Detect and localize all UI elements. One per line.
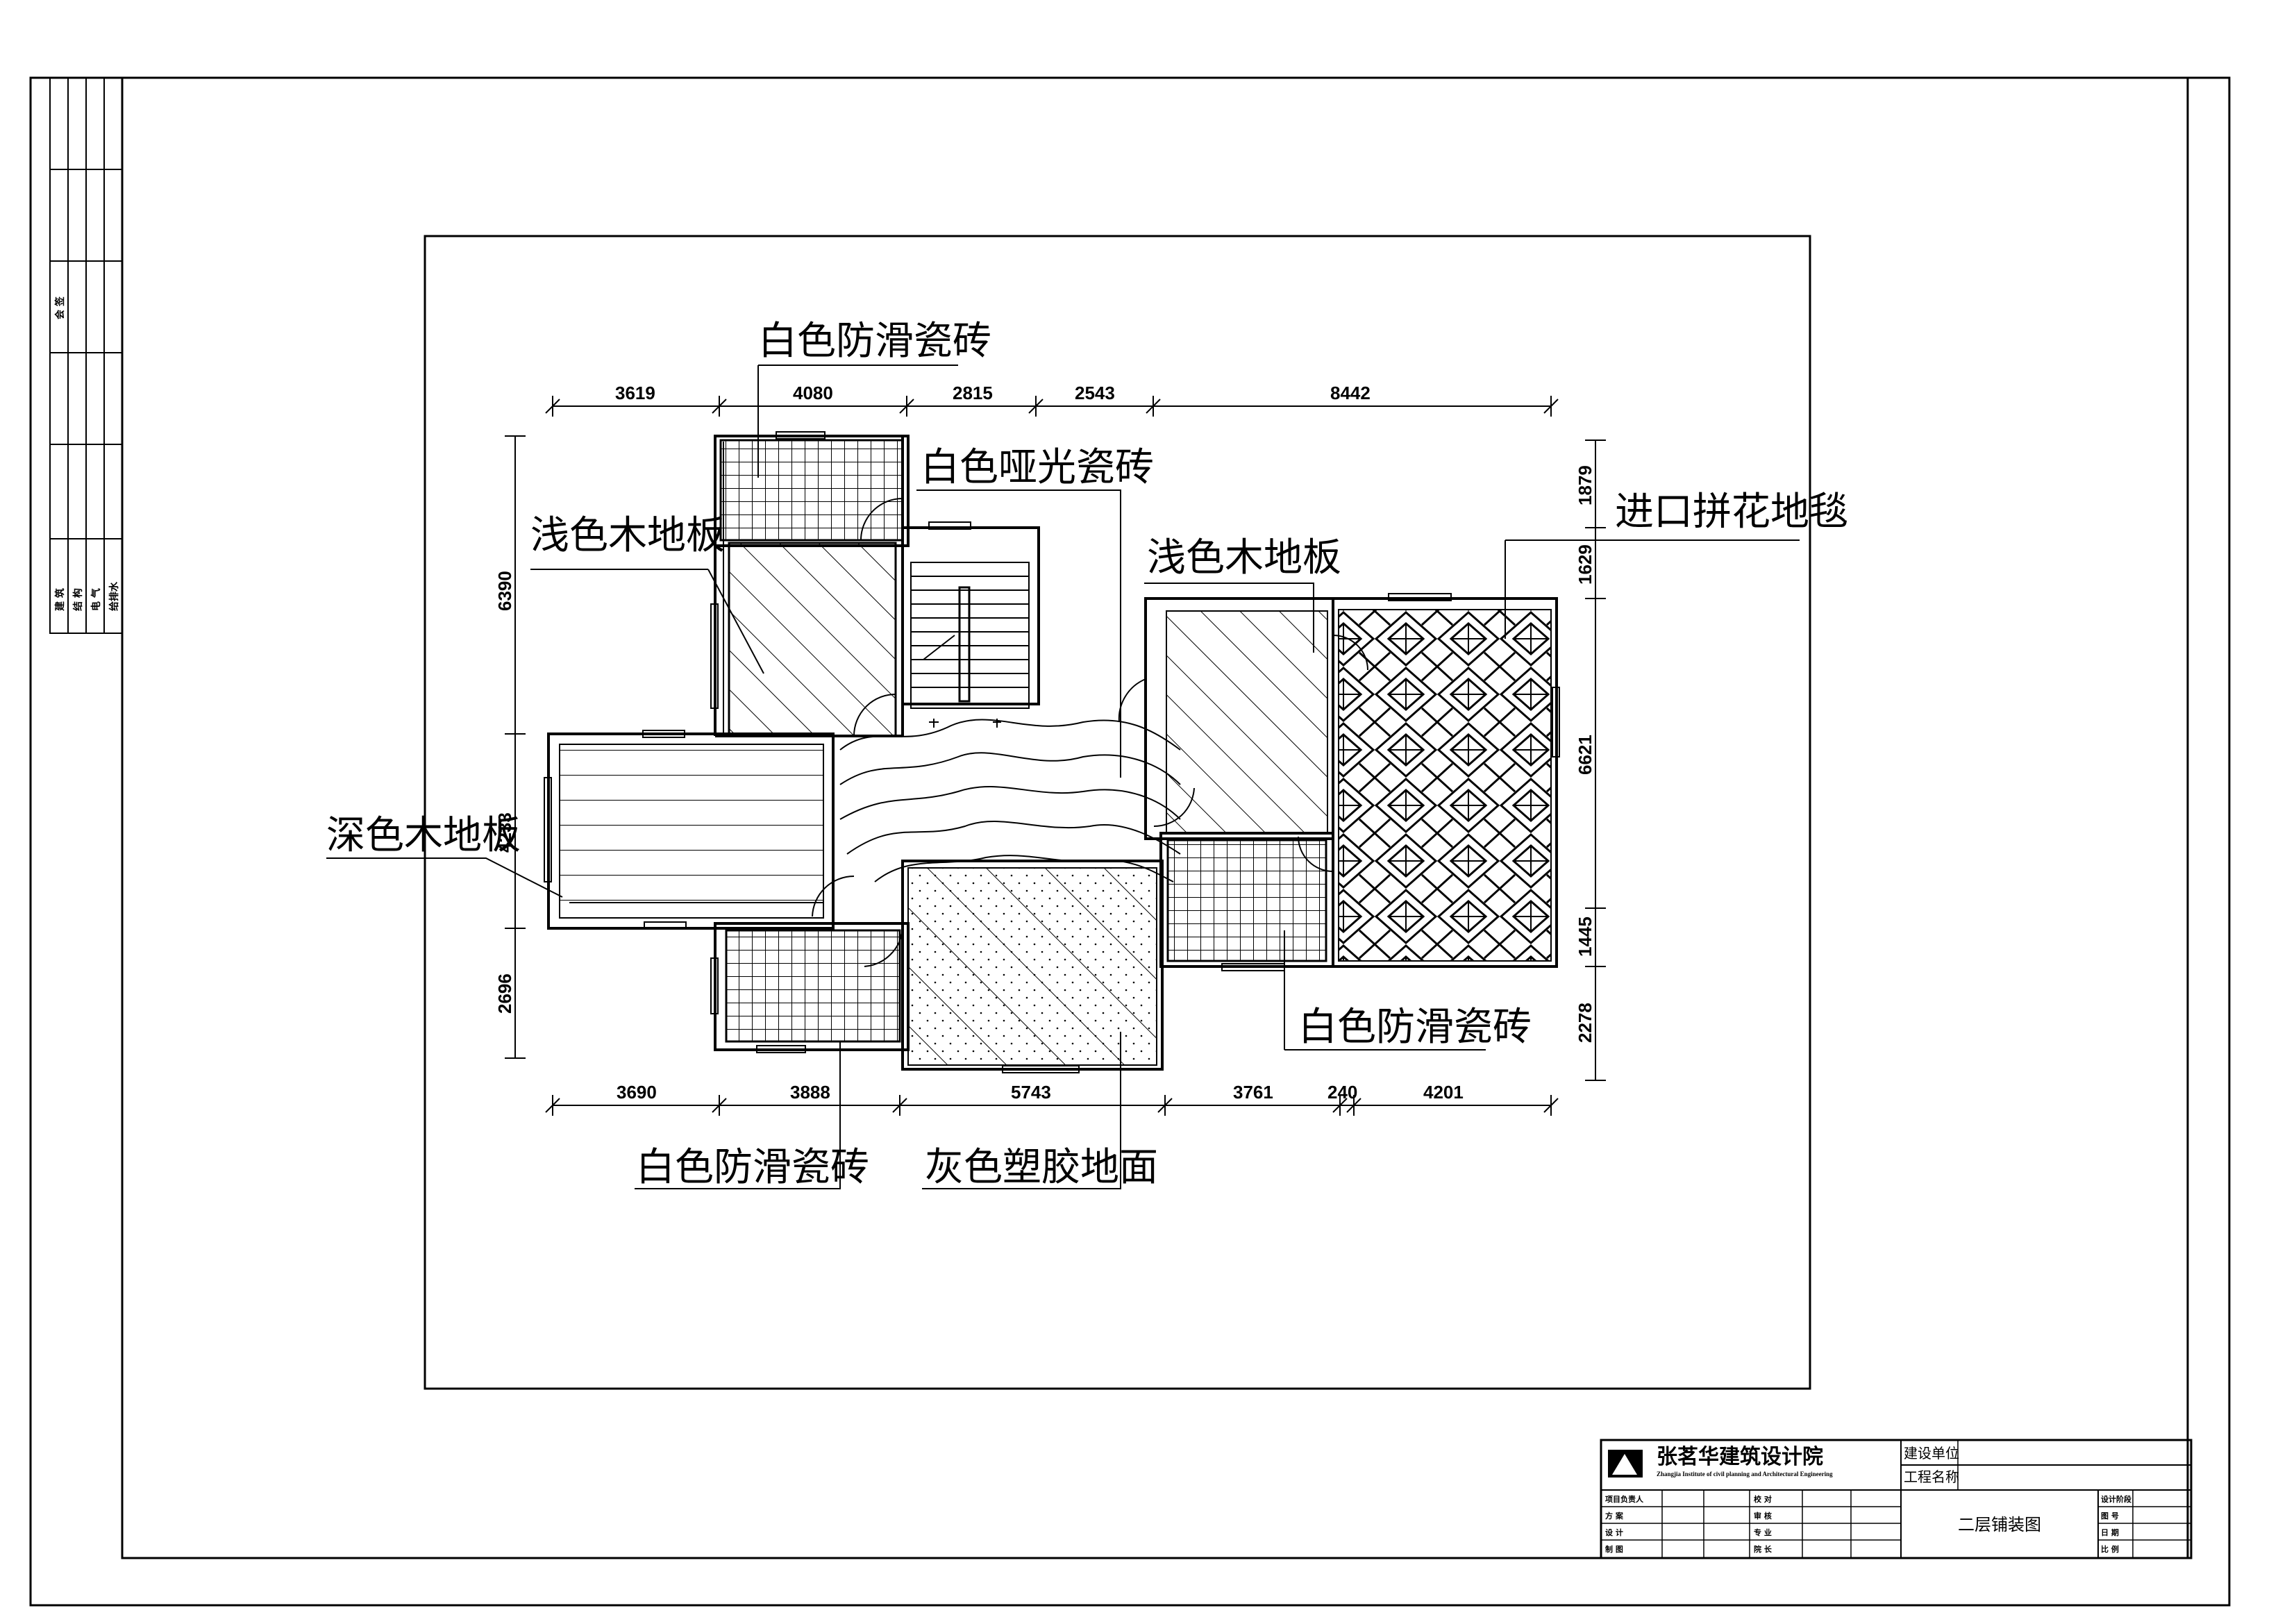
dim-bottom-5: 240 (1327, 1082, 1357, 1103)
viewport-frame (424, 235, 1811, 1390)
dim-right-2: 1629 (1575, 544, 1595, 585)
approval-strip: 会 签 建 筑 结 构 电 气 给排水 (49, 77, 123, 634)
row-1-check: 校 对 (1754, 1494, 1772, 1504)
label-tile-white-antislip-top: 白色防滑瓷砖 (758, 319, 991, 364)
discipline-2: 结 构 (72, 588, 84, 611)
discipline-3: 电 气 (90, 588, 102, 611)
dim-top-4: 2543 (1075, 383, 1115, 403)
stair-hall (901, 526, 1040, 705)
drawing-title: 二层铺装图 (1958, 1515, 2041, 1534)
dim-right-1: 1879 (1575, 465, 1595, 505)
institute-name: 张茗华建筑设计院 (1657, 1445, 1823, 1469)
dim-left-2: 4233 (494, 812, 515, 853)
row-2-role: 方 案 (1605, 1511, 1624, 1521)
dim-bottom-6: 4201 (1423, 1082, 1464, 1103)
label-tile-white-antislip-right: 白色防滑瓷砖 (1298, 1005, 1532, 1050)
leader-lines (326, 365, 1800, 1189)
material-labels: 白色防滑瓷砖 白色哑光瓷砖 浅色木地板 浅色木地板 进口拼花地毯 深色木地板 白… (326, 319, 1848, 1190)
dim-bottom-2: 3888 (790, 1082, 830, 1103)
room-bath-top (719, 439, 904, 542)
label-wood-light-right: 浅色木地板 (1147, 535, 1341, 580)
dim-top-1: 3619 (615, 383, 655, 403)
dim-right-4: 1445 (1575, 916, 1595, 957)
right-cell-3: 日 期 (2101, 1527, 2119, 1537)
discipline-1: 建 筑 (54, 588, 66, 611)
row-3-role: 设 计 (1605, 1527, 1623, 1537)
floor-plan (544, 431, 1560, 1073)
client-label: 建设单位 (1904, 1445, 1959, 1462)
room-tile-right (1166, 839, 1327, 962)
row-4-role: 制 图 (1605, 1544, 1623, 1554)
corridor-matte-tile (839, 719, 1181, 882)
label-tile-white-matte: 白色哑光瓷砖 (921, 445, 1154, 490)
title-block-text: 张茗华建筑设计院 Zhangjia Institute of civil pla… (1605, 1445, 2131, 1554)
title-block (1600, 1439, 2193, 1559)
approval-label: 会 签 (54, 296, 66, 319)
label-carpet-entrance: 进口拼花地毯 (1615, 489, 1848, 535)
room-wood-light-left (728, 542, 897, 737)
inner-frame (121, 76, 2189, 1559)
dim-right-3: 6621 (1575, 735, 1595, 775)
institute-english: Zhangjia Institute of civil planning and… (1657, 1471, 1833, 1477)
label-wood-dark: 深色木地板 (326, 813, 521, 858)
right-cell-4: 比 例 (2101, 1544, 2119, 1554)
dim-bottom-4: 3761 (1233, 1082, 1273, 1103)
dim-top-5: 8442 (1330, 383, 1371, 403)
room-wood-light-right (1166, 610, 1328, 834)
label-wood-light-left: 浅色木地板 (530, 513, 725, 558)
dim-top-3: 2815 (953, 383, 993, 403)
dim-bottom-3: 5743 (1011, 1082, 1051, 1103)
row-4-check: 院 长 (1754, 1544, 1773, 1554)
room-bath-bottom (725, 929, 901, 1043)
row-2-check: 审 核 (1754, 1511, 1772, 1521)
label-tile-white-antislip-bottom: 白色防滑瓷砖 (636, 1145, 869, 1190)
right-cell-2: 图 号 (2101, 1512, 2119, 1521)
dim-left-3: 2696 (494, 973, 515, 1014)
institute-logo-icon (1608, 1450, 1643, 1477)
row-3-check: 专 业 (1754, 1527, 1772, 1537)
dim-top-2: 4080 (793, 383, 833, 403)
row-1-role: 项目负责人 (1605, 1494, 1644, 1504)
room-carpet (1338, 609, 1552, 962)
project-label: 工程名称 (1904, 1468, 1959, 1485)
dim-right-5: 2278 (1575, 1003, 1595, 1043)
label-plastic-gray: 灰色塑胶地面 (925, 1145, 1158, 1190)
right-cell-1: 设计阶段 (2101, 1494, 2131, 1504)
dim-bottom-1: 3690 (617, 1082, 657, 1103)
dimension-text: 3619 4080 2815 2543 8442 3690 3888 5743 … (494, 383, 1595, 1103)
dim-left-1: 6390 (494, 571, 515, 611)
dimension-lines (505, 396, 1606, 1116)
room-wood-dark (559, 744, 824, 919)
discipline-4: 给排水 (108, 581, 120, 611)
